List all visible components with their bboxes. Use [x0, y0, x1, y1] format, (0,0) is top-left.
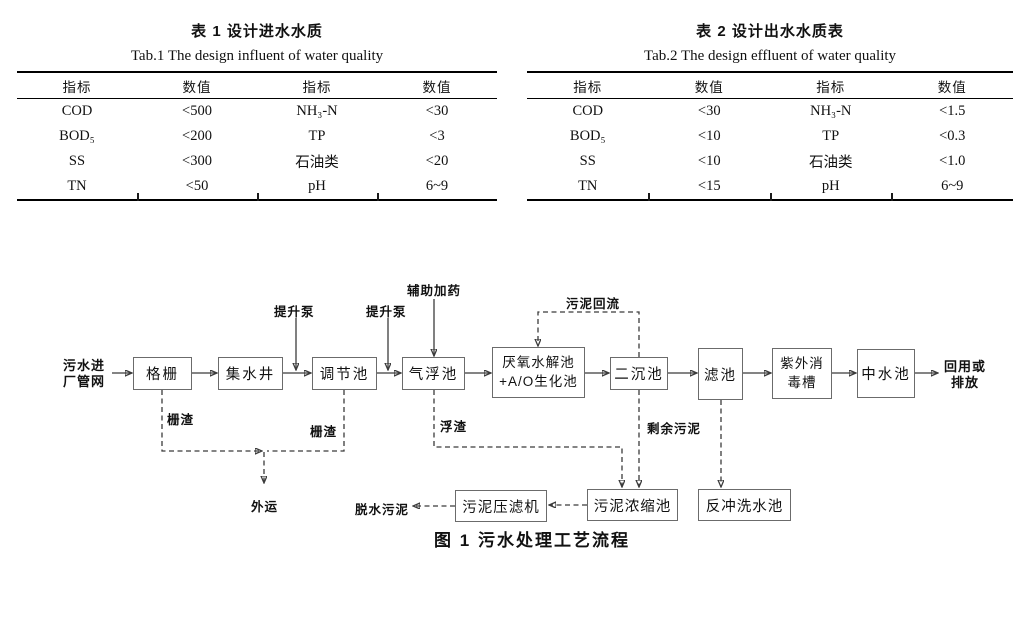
- col-header: 指标: [17, 72, 137, 99]
- table1-title-cn: 表 1 设计进水水质: [191, 23, 323, 40]
- table-row: COD <500 NH₃-N <30: [17, 99, 497, 125]
- col-header: 指标: [527, 72, 649, 99]
- cell: pH: [821, 178, 840, 194]
- table-row: SS <10 石油类 <1.0: [527, 149, 1013, 174]
- table-row: SS <300 石油类 <20: [17, 149, 497, 174]
- label-outlet: 回用或 排放: [943, 359, 986, 391]
- edge-scum-thickener: [433, 390, 622, 487]
- node-regulating-tank: 调节池: [312, 357, 377, 390]
- cell: <10: [697, 153, 721, 169]
- cell: TP: [822, 128, 840, 144]
- figure-caption: 图 1 污水处理工艺流程: [434, 531, 630, 550]
- label-lift-pump-2: 提升泵: [366, 305, 407, 319]
- node-sump: 集水井: [218, 357, 283, 390]
- cell: <200: [182, 128, 212, 144]
- node-grate: 格栅: [133, 357, 192, 390]
- table2: 指标 数值 指标 数值 COD <30 NH₃-N <1.5 BOD₅ <10 …: [527, 71, 1013, 201]
- table2-header-row: 指标 数值 指标 数值: [527, 72, 1013, 99]
- col-header: 指标: [257, 72, 377, 99]
- label-lift-pump-1: 提升泵: [274, 305, 315, 319]
- effluent-quality-table: 表 2 设计出水水质表 Tab.2 The design effluent of…: [527, 20, 1013, 201]
- col-header: 数值: [137, 72, 257, 99]
- cell: <300: [182, 153, 212, 169]
- col-header: 数值: [891, 72, 1013, 99]
- col-header: 指标: [770, 72, 892, 99]
- node-sludge-filter-press: 污泥压滤机: [455, 490, 547, 522]
- label-sludge-return: 污泥回流: [566, 297, 621, 311]
- cell: <1.5: [939, 103, 966, 119]
- table-row: TN <15 pH 6~9: [527, 174, 1013, 200]
- label-auxiliary-dosing: 辅助加药: [407, 284, 462, 298]
- node-backwash-tank: 反冲洗水池: [698, 489, 791, 521]
- cell: SS: [68, 153, 86, 169]
- label-grate-slag: 栅渣: [167, 413, 195, 427]
- cell: <20: [425, 153, 449, 169]
- cell: 6~9: [425, 178, 449, 194]
- cell: COD: [61, 103, 93, 119]
- table-row: COD <30 NH₃-N <1.5: [527, 99, 1013, 125]
- node-flotation-tank: 气浮池: [402, 357, 465, 390]
- cell: BOD₅: [569, 128, 606, 144]
- table2-title-en: Tab.2 The design effluent of water quali…: [643, 48, 897, 64]
- table-column-tick: [648, 193, 650, 201]
- cell: 6~9: [941, 178, 964, 194]
- table1-title-en: Tab.1 The design influent of water quali…: [130, 48, 384, 64]
- cell: 石油类: [295, 155, 339, 171]
- cell: <1.0: [939, 153, 966, 169]
- table-column-tick: [891, 193, 893, 201]
- cell: 石油类: [809, 155, 853, 171]
- table-column-tick: [257, 193, 259, 201]
- table2-title-cn: 表 2 设计出水水质表: [696, 23, 844, 40]
- table1-header-row: 指标 数值 指标 数值: [17, 72, 497, 99]
- cell: <10: [697, 128, 721, 144]
- cell: TP: [308, 128, 326, 144]
- cell: SS: [579, 153, 596, 169]
- influent-quality-table: 表 1 设计进水水质 Tab.1 The design influent of …: [17, 20, 497, 201]
- node-uv-disinfection: 紫外消 毒槽: [772, 348, 832, 399]
- cell: <15: [697, 178, 721, 194]
- cell: <50: [185, 178, 209, 194]
- cell: BOD₅: [59, 128, 95, 144]
- label-scum: 浮渣: [440, 420, 468, 434]
- cell: <30: [697, 103, 721, 119]
- cell: <500: [182, 103, 212, 119]
- cell: pH: [308, 178, 326, 194]
- node-filter-tank: 滤池: [698, 348, 743, 400]
- cell: TN: [578, 178, 598, 194]
- label-regulating-slag: 栅渣: [310, 425, 338, 439]
- table-column-tick: [377, 193, 379, 201]
- node-sludge-thickener: 污泥浓缩池: [587, 489, 678, 521]
- cell: <0.3: [939, 128, 966, 144]
- table-column-tick: [137, 193, 139, 201]
- label-excess-sludge: 剩余污泥: [647, 422, 702, 436]
- table-column-tick: [770, 193, 772, 201]
- label-dewatered-sludge: 脱水污泥: [355, 503, 410, 517]
- cell: TN: [67, 178, 87, 194]
- cell: <30: [425, 103, 449, 119]
- cell: <3: [429, 128, 445, 144]
- node-anaerobic-ao-tank: 厌氧水解池 +A/O生化池: [492, 347, 585, 398]
- label-inlet: 污水进 厂管网: [62, 358, 105, 390]
- node-reclaimed-water-tank: 中水池: [857, 349, 915, 398]
- cell: NH₃-N: [296, 103, 338, 119]
- col-header: 数值: [377, 72, 497, 99]
- table-row: TN <50 pH 6~9: [17, 174, 497, 200]
- table-row: BOD₅ <10 TP <0.3: [527, 124, 1013, 149]
- col-header: 数值: [648, 72, 770, 99]
- label-outward-transport: 外运: [251, 500, 279, 514]
- node-secondary-clarifier: 二沉池: [610, 357, 668, 390]
- table-row: BOD₅ <200 TP <3: [17, 124, 497, 149]
- cell: NH₃-N: [810, 103, 852, 119]
- table1: 指标 数值 指标 数值 COD <500 NH₃-N <30 BOD₅ <200…: [17, 71, 497, 201]
- cell: COD: [572, 103, 604, 119]
